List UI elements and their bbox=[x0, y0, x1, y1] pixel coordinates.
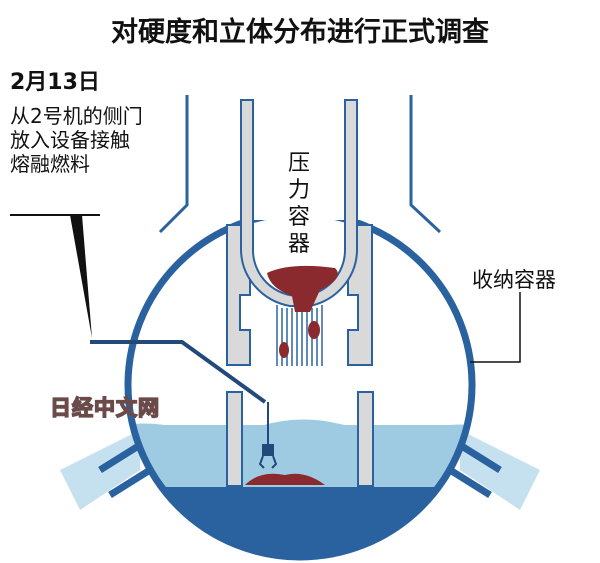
melted-fuel bbox=[245, 265, 338, 485]
label-line bbox=[470, 292, 521, 363]
pressure-vessel bbox=[240, 99, 358, 307]
investigation-arm bbox=[90, 340, 267, 404]
pointer-wedge bbox=[70, 215, 92, 338]
date-label: 2月13日 bbox=[10, 70, 100, 95]
containment-vessel-label: 收纳容器 bbox=[472, 268, 556, 292]
pipe-stub-left bbox=[98, 442, 152, 498]
pedestal-right-lower bbox=[357, 391, 374, 487]
pressure-vessel-label: 压力容器 bbox=[287, 151, 310, 257]
watermark: 日经中文网 bbox=[49, 395, 160, 421]
pipe-stub-right bbox=[448, 442, 502, 498]
pedestal-floor bbox=[128, 487, 472, 557]
description-line: 放入设备接触 bbox=[10, 128, 130, 152]
fuel-debris bbox=[245, 473, 325, 485]
page-title: 对硬度和立体分布进行正式调查 bbox=[111, 17, 489, 48]
claw-icon bbox=[258, 444, 278, 469]
pedestal-left-lower bbox=[226, 391, 243, 487]
containment-neck bbox=[158, 95, 442, 234]
description-line: 从2号机的侧门 bbox=[10, 104, 143, 128]
water-surface bbox=[128, 419, 472, 440]
description-line: 熔融燃料 bbox=[10, 152, 90, 176]
